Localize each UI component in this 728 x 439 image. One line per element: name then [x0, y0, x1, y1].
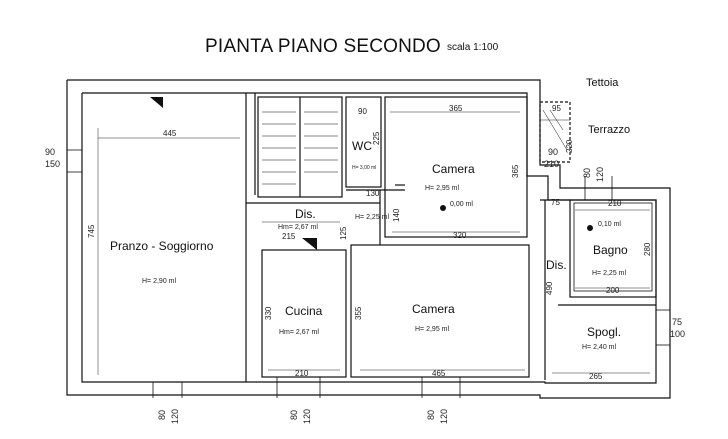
dim-220: 220	[565, 139, 574, 153]
window-left-width: 90	[45, 147, 56, 157]
dim-445: 445	[163, 129, 177, 138]
window-b2-height: 120	[302, 408, 312, 424]
window-b3-width: 80	[426, 409, 436, 420]
dim-90a: 90	[358, 107, 367, 116]
room-camera2-height: H= 2,95 ml	[415, 326, 450, 333]
room-dis1-height: Hm= 2,67 ml	[278, 224, 318, 231]
window-terrazzo-height: 210	[544, 159, 560, 169]
stair-arrow-icon-2	[302, 238, 317, 250]
room-bagno-name: Bagno	[593, 243, 628, 257]
tettoia	[539, 101, 571, 163]
room-pranzo-height: H= 2,90 ml	[142, 278, 177, 285]
plan-title: PIANTA PIANO SECONDO	[205, 36, 441, 57]
dim-225: 225	[372, 131, 381, 145]
room-bagno-level: 0,10 ml	[598, 221, 621, 228]
wc-room	[345, 96, 382, 188]
window-b1-width: 80	[157, 409, 167, 420]
dim-215: 215	[282, 232, 296, 241]
window-b3-height: 120	[439, 408, 449, 424]
dim-265: 265	[589, 372, 603, 381]
room-camera1-level: 0,00 ml	[450, 201, 473, 208]
room-dis2-name: Dis.	[546, 258, 567, 272]
dim-210b: 210	[295, 369, 309, 378]
level-marker-icon-2	[587, 225, 593, 231]
dim-365-vert: 365	[511, 164, 520, 178]
room-camera2-name: Camera	[412, 302, 455, 316]
room-pranzo-name: Pranzo - Soggiorno	[110, 239, 214, 253]
window-right-height: 100	[670, 329, 686, 339]
window-right-width: 75	[672, 317, 683, 327]
room-dis1-height-2: H= 2,25 ml	[355, 214, 390, 221]
window-bagno-height: 120	[595, 166, 605, 182]
dim-490: 490	[545, 281, 554, 295]
room-cucina-height: Hm= 2,67 ml	[279, 329, 319, 336]
dim-355: 355	[354, 306, 363, 320]
room-camera1-name: Camera	[432, 162, 475, 176]
label-terrazzo: Terrazzo	[588, 124, 631, 136]
room-dis1-name: Dis.	[295, 207, 316, 221]
dim-75a: 75	[551, 198, 560, 207]
dim-320: 320	[453, 231, 467, 240]
dim-465: 465	[432, 369, 446, 378]
room-wc-name: WC	[352, 139, 372, 153]
window-b1-height: 120	[170, 408, 180, 424]
dim-95: 95	[552, 104, 561, 113]
dim-125: 125	[339, 226, 348, 240]
room-cucina-name: Cucina	[285, 304, 323, 318]
dim-140: 140	[392, 208, 401, 222]
room-wc-height: H= 3,00 ml	[352, 165, 377, 171]
dim-365: 365	[449, 104, 463, 113]
camera2-room	[350, 244, 530, 378]
room-spogl-name: Spogl.	[587, 325, 622, 339]
room-bagno-height: H= 2,25 ml	[592, 270, 627, 277]
dim-210a: 210	[608, 199, 622, 208]
stair-arrow-icon	[150, 97, 163, 108]
bagno-room	[569, 199, 657, 298]
dim-280: 280	[643, 242, 652, 256]
dim-745: 745	[87, 224, 96, 238]
camera1-room	[384, 96, 528, 238]
window-b2-width: 80	[289, 409, 299, 420]
level-marker-icon	[440, 205, 446, 211]
room-camera1-height: H= 2,95 ml	[425, 185, 460, 192]
dim-330: 330	[264, 306, 273, 320]
window-left-height: 150	[45, 159, 61, 169]
window-terrazzo-width: 90	[548, 147, 559, 157]
window-bagno-width: 80	[582, 167, 592, 178]
cucina-room	[261, 249, 347, 378]
dim-130: 130	[366, 189, 380, 198]
label-tettoia: Tettoia	[586, 77, 619, 89]
room-spogl-height: H= 2,40 ml	[582, 344, 617, 351]
plan-scale: scala 1:100	[447, 42, 499, 53]
dim-200: 200	[606, 286, 620, 295]
